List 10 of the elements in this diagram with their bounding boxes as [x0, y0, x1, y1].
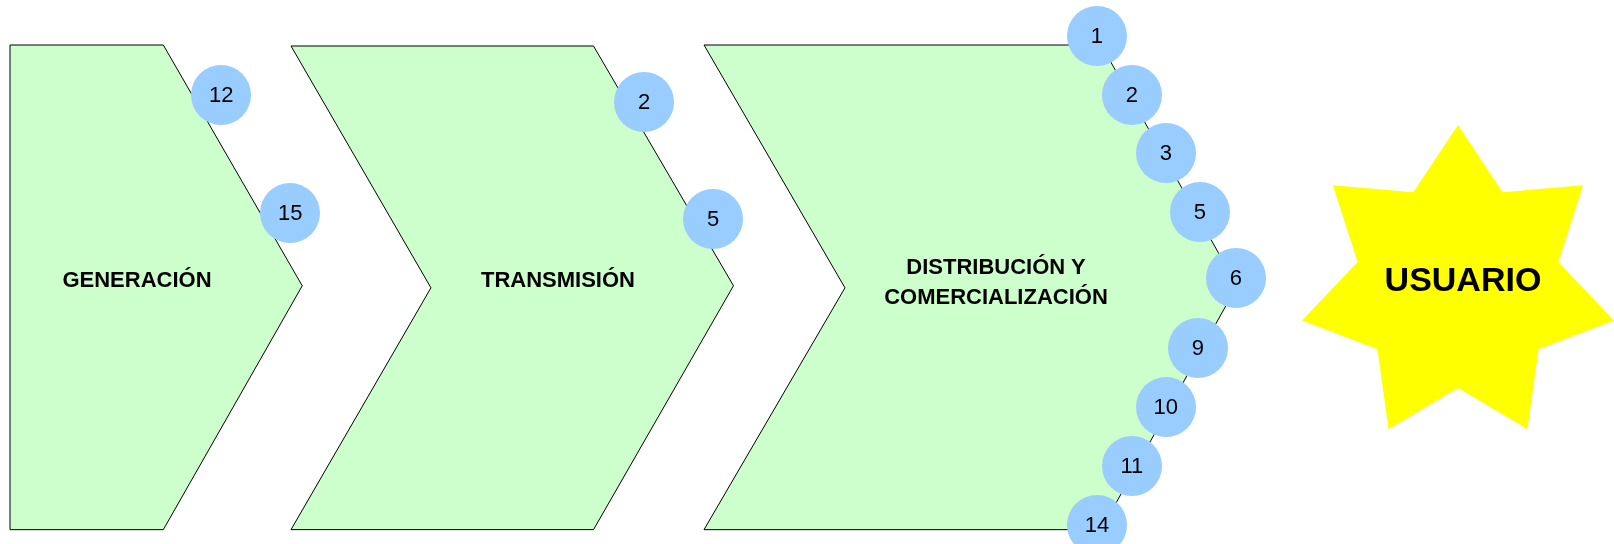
stage-label: TRANSMISIÓN [480, 266, 636, 295]
callout-number: 5 [683, 189, 744, 250]
callout-number: 12 [191, 64, 252, 125]
callout-number: 1 [1066, 6, 1127, 66]
callout-number: 5 [1169, 181, 1230, 242]
callout-number: 2 [614, 71, 675, 132]
callout-number: 15 [260, 183, 321, 243]
stage-label: DISTRIBUCIÓN Y COMERCIALIZACIÓN [883, 253, 1109, 311]
stage-label: GENERACIÓN [61, 266, 213, 295]
star-label: USUARIO [1383, 259, 1543, 301]
